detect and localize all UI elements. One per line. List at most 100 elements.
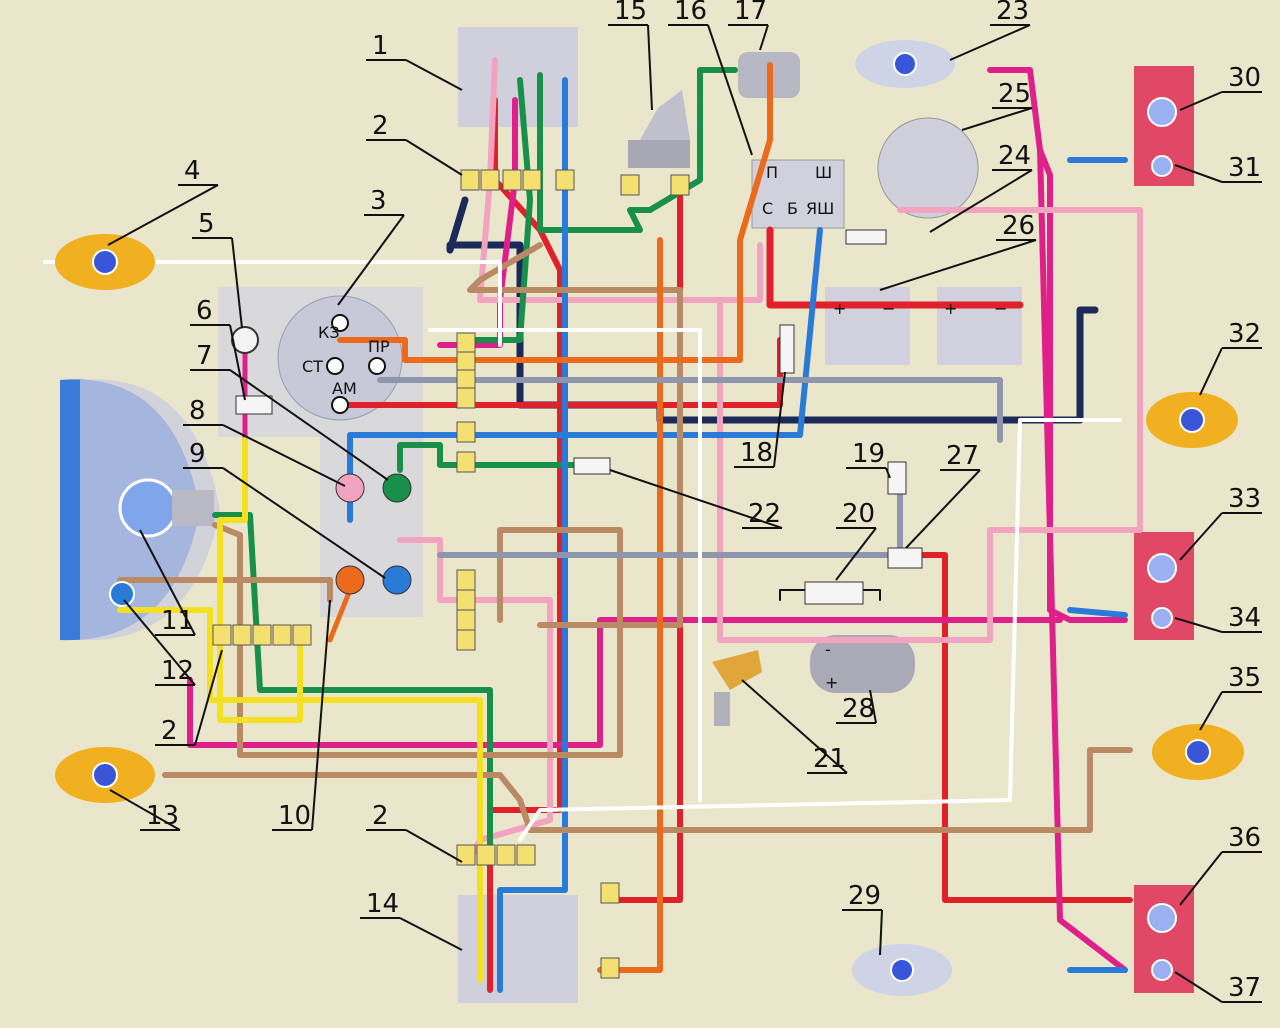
wire-connector	[212, 624, 232, 646]
callout-number: 34	[1228, 603, 1261, 633]
callout-number: 10	[278, 801, 311, 831]
callout-number: 2	[372, 111, 389, 141]
terminal-st	[326, 357, 344, 375]
headlight-bulb	[118, 478, 178, 538]
wire-connector	[600, 957, 620, 979]
indicator-lamp-8	[335, 473, 365, 503]
lamp-bulb-icon	[92, 249, 118, 275]
callout-leader	[961, 107, 1033, 131]
wire-pink-2	[717, 207, 1143, 643]
connector-group	[212, 169, 690, 979]
callout-number: 35	[1228, 663, 1261, 693]
wire-connector	[456, 369, 476, 391]
callout-number: 25	[998, 79, 1031, 109]
coil-plus: +	[825, 673, 838, 692]
callout-leader	[1199, 691, 1223, 731]
wire-connector	[232, 624, 252, 646]
callout-number: 37	[1228, 973, 1261, 1003]
wire-blue-4	[1067, 607, 1128, 618]
wire-connector	[670, 174, 690, 196]
capacitor-20	[804, 581, 864, 605]
callout-leader	[405, 829, 463, 863]
callout-leader	[1174, 617, 1223, 633]
lamp-bulb-icon	[92, 762, 118, 788]
callout-number: 2	[372, 801, 389, 831]
fuse-18	[779, 324, 795, 374]
wire-green-3	[397, 442, 583, 473]
wire-green-horn	[537, 67, 738, 233]
ignition-coil-28	[810, 635, 915, 693]
callout-number: 16	[674, 0, 707, 26]
horn-15-bell	[640, 90, 690, 140]
callout-leader	[773, 371, 786, 468]
battery-minus-left: −	[882, 299, 895, 318]
lamp-bulb-icon	[1147, 97, 1177, 127]
wire-blue-main	[497, 77, 568, 993]
callout-number: 21	[813, 744, 846, 774]
wire-connector	[496, 844, 516, 866]
callout-leader	[759, 24, 769, 51]
callout-leader	[869, 689, 877, 724]
switch-block-14	[458, 895, 578, 1003]
wire-magenta-left	[187, 617, 1063, 748]
wire-magenta-rear	[1037, 147, 1128, 973]
callout-number: 29	[848, 881, 881, 911]
callout-number: 12	[161, 656, 194, 686]
label-ks: КЗ	[318, 323, 340, 342]
callout-leader	[879, 909, 883, 956]
wire-connector	[272, 624, 292, 646]
battery-plus-left: +	[833, 299, 846, 318]
lamp-bulb-icon	[1147, 903, 1177, 933]
callout-number: 7	[196, 341, 213, 371]
lamp-bulb-icon	[1179, 407, 1205, 433]
wire-connector	[480, 169, 500, 191]
wire-connector	[456, 421, 476, 443]
callout-number: 14	[366, 889, 399, 919]
label-sh: Ш	[815, 163, 832, 182]
callout-leader	[741, 679, 848, 774]
callout-leader	[194, 649, 223, 746]
callout-leader	[879, 239, 1037, 291]
callout-number: 30	[1228, 63, 1261, 93]
callout-number: 18	[740, 438, 773, 468]
label-am: АМ	[332, 379, 357, 398]
label-s: С	[762, 199, 773, 218]
lamp-bulb-icon	[893, 52, 917, 76]
lamp-bulb-icon	[1151, 155, 1173, 177]
battery-26-left	[825, 287, 910, 365]
neutral-lamp-5	[231, 326, 259, 354]
wire-connector	[292, 624, 312, 646]
callout-number: 33	[1228, 484, 1261, 514]
battery-minus-right: −	[994, 299, 1007, 318]
lamp-bulb-icon	[1151, 607, 1173, 629]
callout-number: 32	[1228, 319, 1261, 349]
callout-number: 27	[946, 441, 979, 471]
horn-15-base	[628, 140, 690, 168]
generator-25	[877, 117, 979, 219]
battery-26-right	[937, 287, 1022, 365]
callout-number: 5	[198, 209, 215, 239]
wire-connector	[456, 569, 476, 591]
wire-orange-2	[597, 237, 663, 973]
callout-leader	[311, 599, 331, 831]
lamp-group	[55, 40, 1244, 996]
callout-leader	[1179, 512, 1223, 561]
callout-leader	[929, 169, 1033, 233]
callout-number: 11	[161, 606, 194, 636]
callout-number: 2	[161, 716, 178, 746]
wire-connector	[456, 629, 476, 651]
wire-connector	[456, 589, 476, 611]
callout-number: 4	[184, 156, 201, 186]
callout-leader	[222, 424, 346, 487]
callout-leader	[405, 59, 463, 91]
wire-connector	[456, 609, 476, 631]
headlight-connector	[172, 490, 214, 526]
relay-27	[887, 547, 923, 569]
callout-leader	[647, 24, 653, 111]
wire-green-4	[212, 512, 493, 853]
lamp-bulb-icon	[890, 958, 914, 982]
terminal-am	[331, 396, 349, 414]
